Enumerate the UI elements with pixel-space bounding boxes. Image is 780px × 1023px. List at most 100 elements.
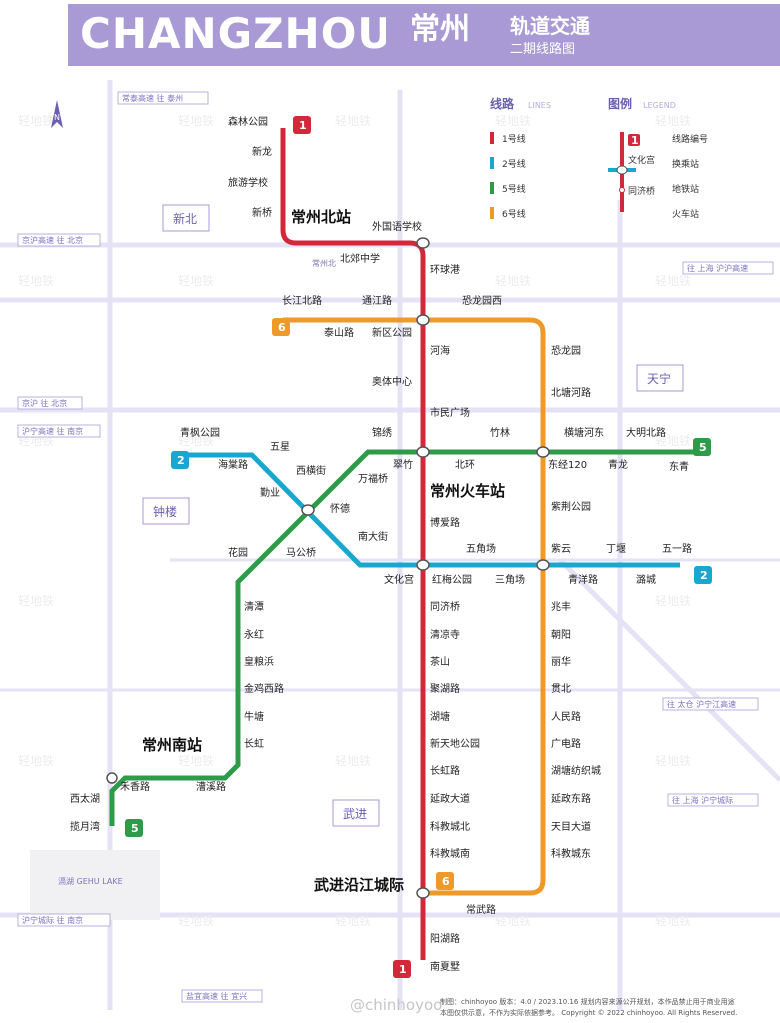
svg-text:东经120: 东经120 xyxy=(548,458,587,471)
svg-text:海棠路: 海棠路 xyxy=(218,458,248,471)
svg-text:怀德: 怀德 xyxy=(330,502,350,515)
svg-text:潞城: 潞城 xyxy=(636,573,656,586)
svg-text:轻地铁: 轻地铁 xyxy=(335,914,371,928)
svg-text:北塘河路: 北塘河路 xyxy=(551,386,591,399)
svg-text:锦绣: 锦绣 xyxy=(372,426,392,439)
svg-text:6: 6 xyxy=(278,321,286,334)
svg-text:换乘站: 换乘站 xyxy=(672,158,699,170)
svg-text:轻地铁: 轻地铁 xyxy=(655,754,691,768)
svg-text:新天地公园: 新天地公园 xyxy=(430,737,480,750)
road-labels: 常泰高速 往 泰州 京沪高速 往 北京 往 上海 沪沪高速 京沪 往 北京 沪宁… xyxy=(17,91,774,1003)
district-labels: 新北 天宁 钟楼 武进 常州北 xyxy=(142,204,684,827)
svg-text:同济桥: 同济桥 xyxy=(628,185,655,197)
line-5 xyxy=(109,449,700,826)
svg-text:往 上海 沪沪高速: 往 上海 沪沪高速 xyxy=(687,263,748,273)
lake-label: 滆湖 GEHU LAKE xyxy=(58,877,123,886)
svg-text:N: N xyxy=(54,113,60,122)
line-6-badge-west xyxy=(272,318,290,336)
svg-text:1号线: 1号线 xyxy=(502,133,526,145)
svg-text:制图：chinhoyoo 版本：4.0 / 2023.10: 制图：chinhoyoo 版本：4.0 / 2023.10.16 规划内容来源公… xyxy=(440,997,735,1006)
station-labels: 森林公园 新龙 旅游学校 新桥 常州北站 外国语学校 北郊中学 环球港 长江北路… xyxy=(70,115,692,973)
svg-text:轻地铁: 轻地铁 xyxy=(655,274,691,288)
svg-text:马公桥: 马公桥 xyxy=(286,547,316,559)
svg-text:5: 5 xyxy=(131,822,139,835)
watermark-grid: 轻地铁轻地铁轻地铁轻地铁轻地铁 轻地铁轻地铁轻地铁轻地铁 轻地铁轻地铁轻地铁 轻… xyxy=(18,114,691,928)
svg-text:通江路: 通江路 xyxy=(362,294,392,307)
svg-text:聚湖路: 聚湖路 xyxy=(430,682,460,695)
svg-text:青枫公园: 青枫公园 xyxy=(180,426,220,439)
svg-text:河海: 河海 xyxy=(430,344,450,357)
line-1-badge-north xyxy=(293,116,311,134)
svg-text:五星: 五星 xyxy=(270,441,290,453)
svg-text:轻地铁: 轻地铁 xyxy=(655,434,691,448)
svg-text:常武路: 常武路 xyxy=(466,903,496,916)
svg-text:轻地铁: 轻地铁 xyxy=(178,114,214,128)
compass-icon: N xyxy=(51,100,63,128)
svg-text:轻地铁: 轻地铁 xyxy=(335,754,371,768)
svg-text:长虹路: 长虹路 xyxy=(430,764,460,777)
svg-text:五一路: 五一路 xyxy=(662,542,692,555)
svg-text:轻地铁: 轻地铁 xyxy=(655,594,691,608)
svg-text:盐宜高速 往 宜兴: 盐宜高速 往 宜兴 xyxy=(186,991,247,1001)
svg-text:常州北站: 常州北站 xyxy=(291,208,351,226)
svg-text:常州南站: 常州南站 xyxy=(142,736,202,754)
svg-text:轻地铁: 轻地铁 xyxy=(495,114,531,128)
svg-text:轻地铁: 轻地铁 xyxy=(18,114,54,128)
svg-text:南大街: 南大街 xyxy=(358,530,388,543)
svg-text:5号线: 5号线 xyxy=(502,183,526,195)
title-en: CHANGZHOU xyxy=(80,9,393,58)
svg-text:长虹: 长虹 xyxy=(244,738,264,750)
svg-text:新桥: 新桥 xyxy=(252,206,272,219)
svg-text:南夏墅: 南夏墅 xyxy=(430,960,460,973)
svg-text:森林公园: 森林公园 xyxy=(228,115,268,128)
svg-text:轻地铁: 轻地铁 xyxy=(495,274,531,288)
svg-text:钟楼: 钟楼 xyxy=(153,504,177,519)
svg-text:五角场: 五角场 xyxy=(466,542,496,555)
svg-text:线路: 线路 xyxy=(490,96,515,111)
title-cn-main: 轨道交通 xyxy=(510,14,590,38)
svg-text:泰山路: 泰山路 xyxy=(324,326,354,339)
svg-text:LINES: LINES xyxy=(528,101,551,110)
svg-text:1: 1 xyxy=(399,963,407,976)
svg-text:轻地铁: 轻地铁 xyxy=(18,594,54,608)
title-cn-big: 常州 xyxy=(410,12,470,47)
legend: 线路 LINES 1号线 2号线 5号线 6号线 图例 LEGEND 1 文化宫… xyxy=(490,96,708,220)
svg-text:5: 5 xyxy=(699,441,707,454)
line-2-badge-west xyxy=(171,451,189,469)
svg-text:旅游学校: 旅游学校 xyxy=(228,176,268,189)
svg-text:2: 2 xyxy=(177,454,185,467)
svg-text:新区公园: 新区公园 xyxy=(372,326,412,339)
svg-text:@chinhoyoo: @chinhoyoo xyxy=(350,996,442,1014)
svg-text:青龙: 青龙 xyxy=(608,458,628,471)
svg-text:博爱路: 博爱路 xyxy=(430,516,460,529)
svg-text:轻地铁: 轻地铁 xyxy=(18,754,54,768)
svg-text:天目大道: 天目大道 xyxy=(551,820,591,833)
svg-text:漕溪路: 漕溪路 xyxy=(196,780,226,793)
svg-text:往 太仓 沪宁江高速: 往 太仓 沪宁江高速 xyxy=(667,699,736,709)
line-1-badge-south xyxy=(393,960,411,978)
svg-text:红梅公园: 红梅公园 xyxy=(432,573,472,586)
svg-text:延政东路: 延政东路 xyxy=(551,792,591,805)
svg-text:科教城东: 科教城东 xyxy=(551,847,591,860)
svg-text:贯北: 贯北 xyxy=(551,683,571,695)
title-cn-sub: 二期线路图 xyxy=(510,42,576,57)
gehu-lake xyxy=(30,850,160,920)
svg-text:人民路: 人民路 xyxy=(551,710,581,723)
svg-text:三角场: 三角场 xyxy=(495,573,525,586)
stations-line1 xyxy=(280,147,426,943)
svg-text:揽月湾: 揽月湾 xyxy=(70,820,100,833)
svg-text:LEGEND: LEGEND xyxy=(643,101,676,110)
svg-text:轻地铁: 轻地铁 xyxy=(335,114,371,128)
title-en-box xyxy=(68,4,386,66)
svg-text:沪宁城际 往 南京: 沪宁城际 往 南京 xyxy=(22,915,83,925)
line-6-badge-south xyxy=(436,872,454,890)
footer: 制图：chinhoyoo 版本：4.0 / 2023.10.16 规划内容来源公… xyxy=(350,996,737,1017)
svg-text:北环: 北环 xyxy=(455,459,475,471)
svg-text:西横街: 西横街 xyxy=(296,464,326,477)
svg-text:湖塘纺织城: 湖塘纺织城 xyxy=(551,764,601,777)
svg-text:丁堰: 丁堰 xyxy=(606,543,626,555)
svg-text:茶山: 茶山 xyxy=(430,655,450,668)
svg-text:常泰高速 往 泰州: 常泰高速 往 泰州 xyxy=(122,93,183,103)
svg-text:市民广场: 市民广场 xyxy=(430,406,470,419)
svg-text:线路编号: 线路编号 xyxy=(672,133,708,145)
